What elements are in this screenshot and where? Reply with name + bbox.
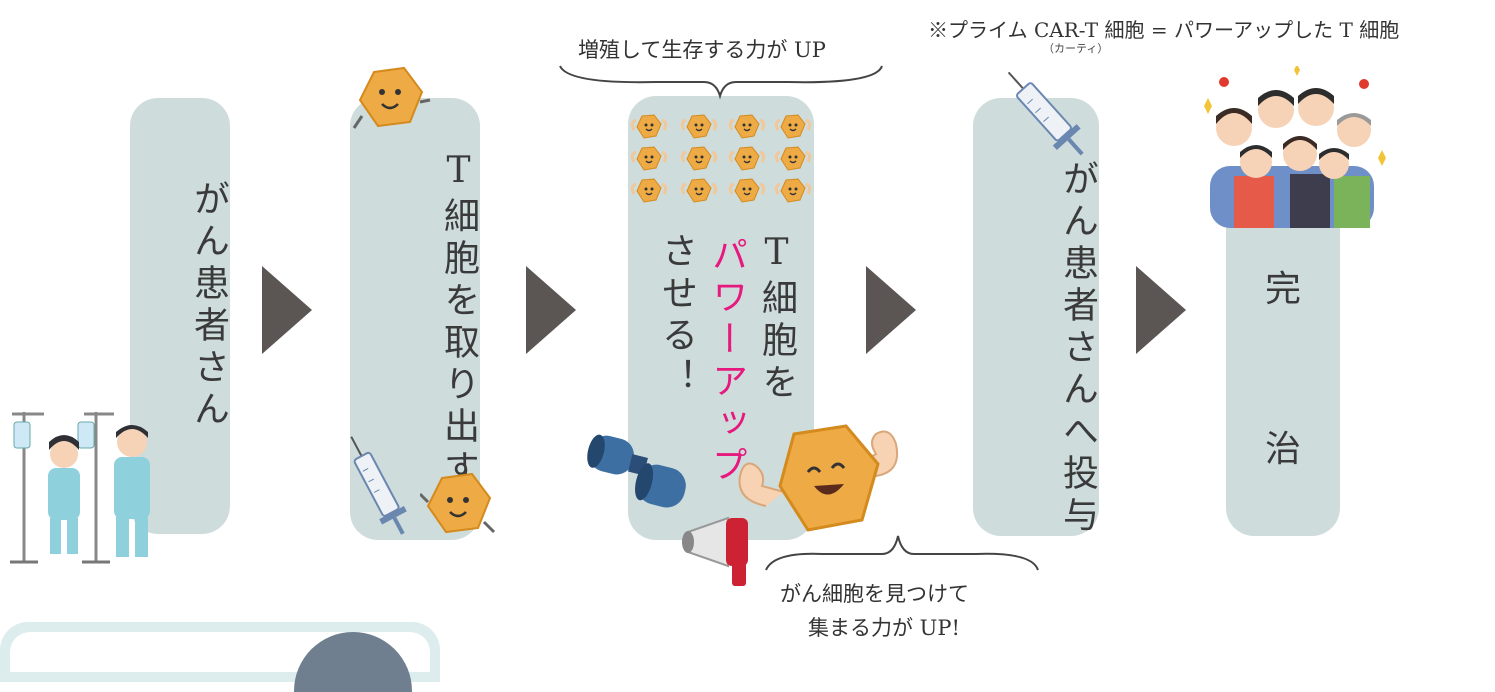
step-powerup-line3: させる！ [656,232,697,400]
celebrating-people-illustration [1204,66,1386,228]
callout-brace-bottom [765,535,1039,571]
arrow-right-3 [866,266,916,354]
callout-proliferation: 増殖して生存する力が UP [578,38,826,62]
binoculars-icon [587,434,686,508]
t-cell-icon [420,472,496,534]
arrow-right-1 [262,266,312,354]
megaphone-icon [682,516,748,586]
step-powerup-highlight: パワーアップ [706,236,747,488]
arrow-right-4 [1136,266,1186,354]
step-cure-char-1: 完 [1264,269,1301,310]
patients-illustration [10,412,150,564]
step-patient-text: がん患者さん [188,180,229,432]
syringe-icon [350,436,407,535]
callout-homing-line2: 集まる力が UP! [808,616,960,640]
arrow-right-2 [526,266,576,354]
muscle-t-cell-icon [738,424,898,532]
syringe-icon [1007,71,1084,156]
t-cell-cluster [630,113,812,204]
step-extract-text: T細胞を取り出す [438,150,479,491]
step-cure-pill [1226,176,1340,536]
callout-brace-top [559,65,883,100]
t-cell-icon [352,66,431,129]
footnote-ruby: （カーティ） [1043,42,1109,55]
step-administer-pill [973,98,1099,536]
step-administer-text: がん患者さんへ投与 [1057,160,1098,538]
step-powerup-line1: T細胞を [756,232,797,405]
step-cure-char-2: 治 [1264,429,1301,470]
footnote-text: ※プライム CAR-T 細胞 = パワーアップした T 細胞 [928,18,1400,42]
callout-homing-line1: がん細胞を見つけて [780,582,969,606]
